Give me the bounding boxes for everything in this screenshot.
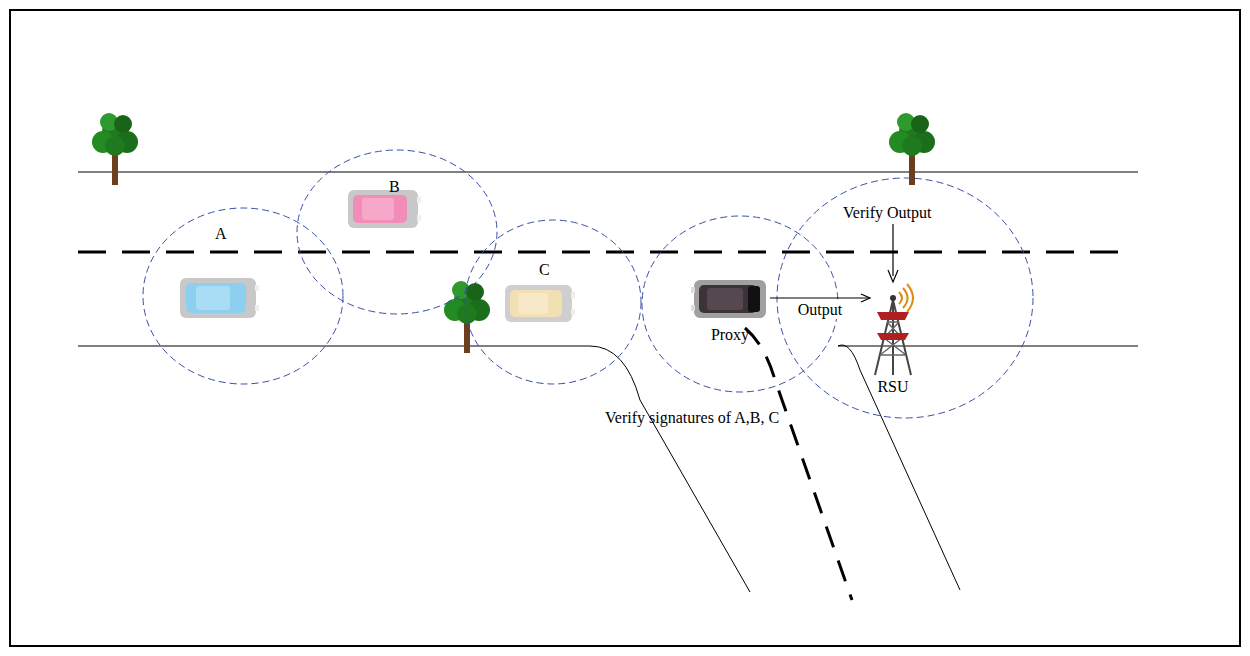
action-note: Verify Output xyxy=(843,204,931,222)
edge-label: Output xyxy=(796,301,844,319)
vehicle-label: A xyxy=(215,225,227,243)
node-label: RSU xyxy=(870,378,916,396)
proxy-vehicle: Proxy xyxy=(690,276,770,344)
action-note: Verify signatures of A,B, C xyxy=(605,409,779,427)
node-label: Proxy xyxy=(690,326,770,344)
vehicle-label: C xyxy=(539,261,550,279)
roadside-unit: RSU xyxy=(870,286,916,396)
vehicle-label: B xyxy=(389,178,400,196)
